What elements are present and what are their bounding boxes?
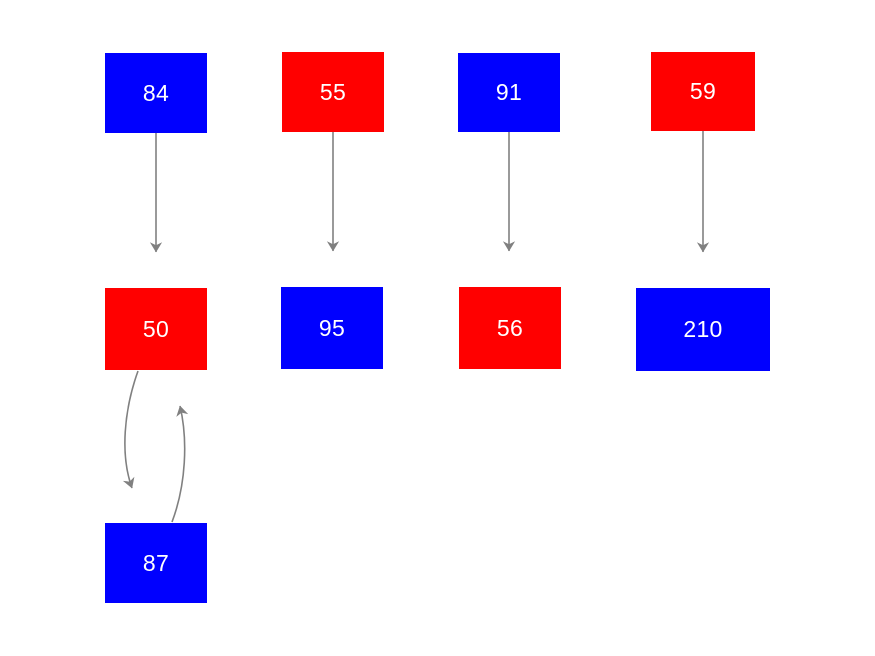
node-label: 91 — [495, 79, 523, 105]
node-50[interactable]: 50 — [105, 288, 207, 370]
node-label: 87 — [142, 549, 170, 576]
node-55[interactable]: 55 — [282, 52, 384, 132]
node-95[interactable]: 95 — [281, 287, 383, 369]
edge-87-to-50 — [171, 405, 189, 523]
node-91[interactable]: 91 — [458, 53, 560, 132]
node-label: 95 — [318, 314, 346, 341]
node-59[interactable]: 59 — [651, 52, 755, 131]
node-210[interactable]: 210 — [636, 288, 770, 371]
node-label: 55 — [319, 78, 347, 105]
node-label: 59 — [689, 78, 717, 104]
node-87[interactable]: 87 — [105, 523, 207, 603]
node-56[interactable]: 56 — [459, 287, 561, 369]
node-84[interactable]: 84 — [105, 53, 207, 133]
node-label: 56 — [496, 314, 524, 341]
node-label: 50 — [142, 315, 170, 342]
node-label: 210 — [683, 316, 723, 342]
node-label: 84 — [142, 79, 170, 106]
edge-50-to-87 — [122, 370, 139, 489]
